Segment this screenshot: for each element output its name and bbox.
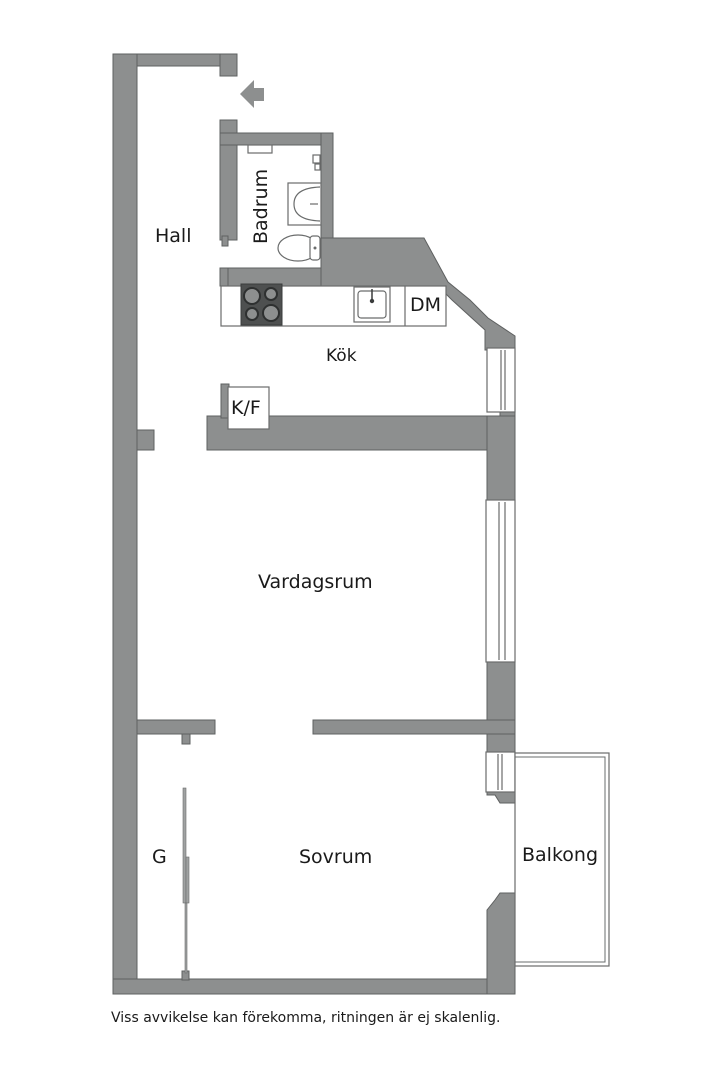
window-kitchen (486, 347, 516, 413)
room-label-vardagsrum: Vardagsrum (258, 571, 373, 593)
stove-icon (240, 283, 283, 326)
bathroom-fixtures (247, 144, 322, 262)
fridge-freezer (227, 386, 270, 430)
faucet-icon (312, 154, 321, 171)
room-label-garderob: G (152, 846, 167, 868)
kitchen-sink-icon (353, 286, 391, 323)
entrance-arrow-icon (240, 80, 264, 108)
window-vardagsrum (485, 499, 516, 663)
room-label-hall: Hall (155, 225, 192, 247)
wardrobe-sliding-doors (182, 787, 190, 974)
room-label-balkong: Balkong (522, 844, 599, 866)
room-label-badrum: Badrum (250, 168, 272, 244)
kitchen-counter (220, 283, 447, 327)
walls (112, 53, 516, 995)
balcony (514, 752, 610, 967)
washbasin-icon (287, 182, 322, 226)
label-fridge-freezer: K/F (231, 397, 261, 419)
balcony-door (485, 751, 516, 793)
disclaimer-caption: Viss avvikelse kan förekomma, ritningen … (111, 1010, 501, 1026)
room-label-kok: Kök (326, 346, 357, 366)
room-label-sovrum: Sovrum (299, 846, 373, 868)
toilet-icon (277, 234, 321, 262)
label-dishwasher: DM (410, 294, 442, 316)
